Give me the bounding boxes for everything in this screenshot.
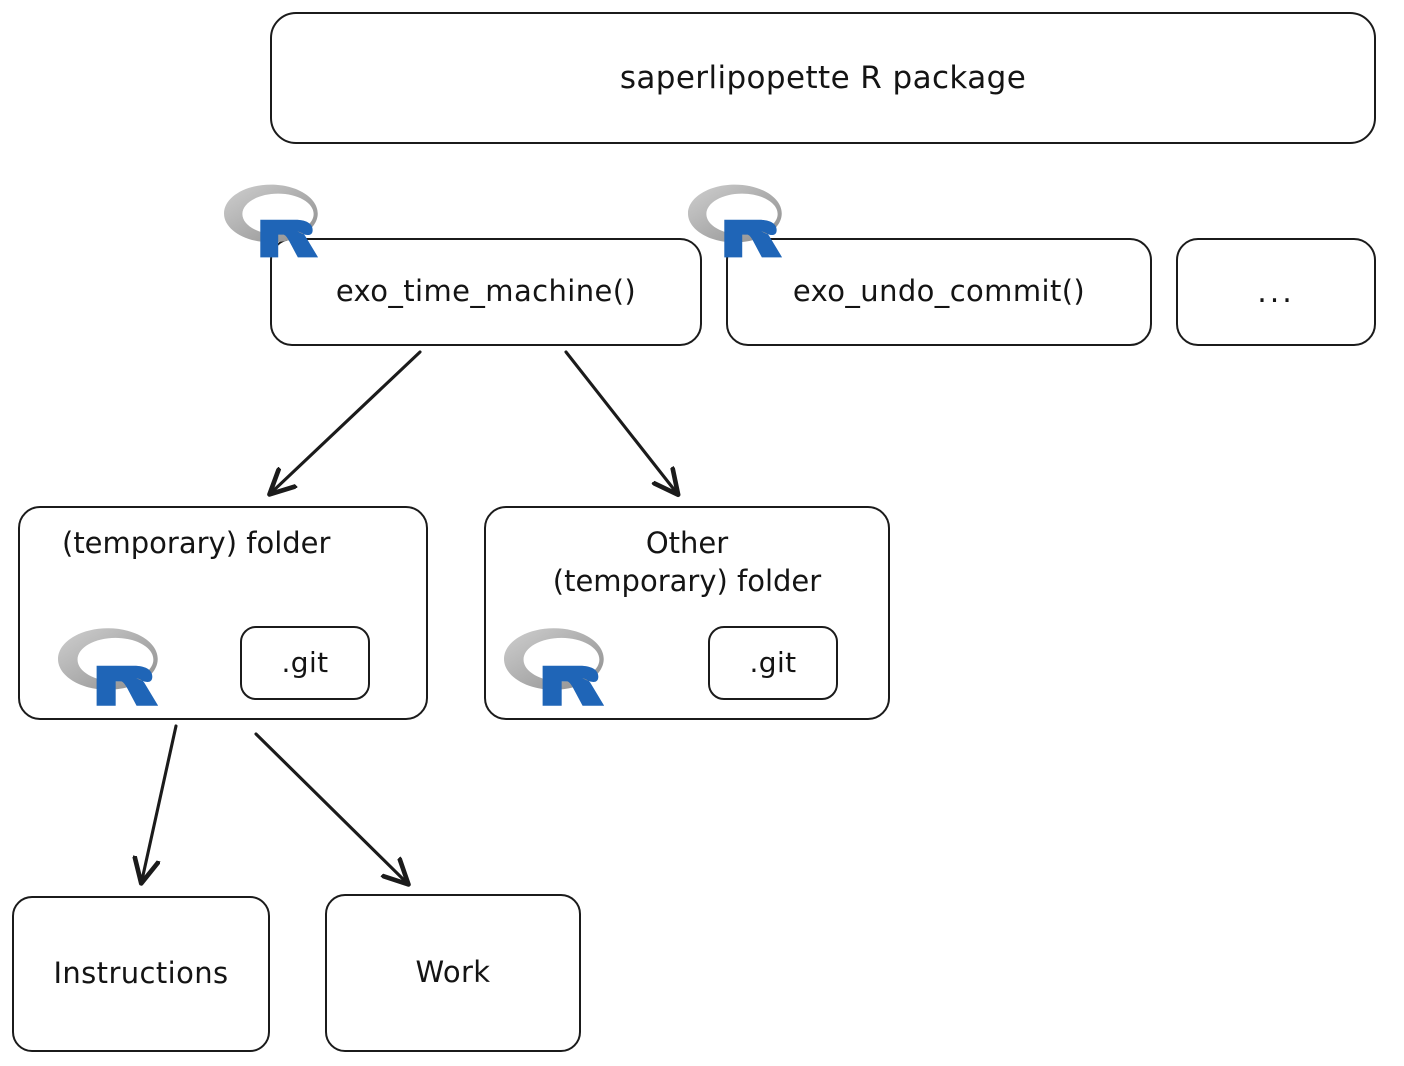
edge-time-machine-to-other-folder — [564, 350, 676, 492]
git-label-other-temporary: .git — [749, 645, 797, 679]
function-box-exo-undo-commit[interactable]: exo_undo_commit() — [726, 238, 1152, 346]
folder-box-other-temporary[interactable]: Other (temporary) folder .git — [484, 506, 890, 720]
edge-time-machine-to-temp-folder — [272, 350, 422, 492]
r-logo-icon — [224, 184, 318, 258]
output-box-instructions[interactable]: Instructions — [12, 896, 270, 1052]
function-label-more: ... — [1257, 274, 1295, 310]
folder-box-temporary[interactable]: (temporary) folder .git — [18, 506, 428, 720]
function-box-exo-time-machine[interactable]: exo_time_machine() — [270, 238, 702, 346]
git-box-temporary[interactable]: .git — [240, 626, 370, 700]
git-label-temporary: .git — [281, 645, 329, 679]
package-label: saperlipopette R package — [619, 59, 1027, 96]
function-label-exo-time-machine: exo_time_machine() — [335, 274, 637, 309]
function-box-more[interactable]: ... — [1176, 238, 1376, 346]
package-box[interactable]: saperlipopette R package — [270, 12, 1376, 144]
r-logo-icon — [504, 628, 604, 706]
edge-temp-folder-to-instructions — [142, 724, 178, 880]
r-logo-icon — [58, 628, 158, 706]
folder-contents-temporary: .git — [20, 626, 426, 706]
r-logo-icon — [688, 184, 782, 258]
folder-label-other-temporary: Other (temporary) folder — [552, 526, 822, 599]
folder-label-temporary: (temporary) folder — [62, 526, 331, 560]
output-label-instructions: Instructions — [53, 956, 229, 991]
folder-contents-other-temporary: .git — [486, 626, 888, 706]
git-box-other-temporary[interactable]: .git — [708, 626, 838, 700]
function-label-exo-undo-commit: exo_undo_commit() — [792, 274, 1086, 309]
output-label-work: Work — [415, 955, 491, 990]
edge-temp-folder-to-work — [254, 732, 406, 882]
output-box-work[interactable]: Work — [325, 894, 581, 1052]
